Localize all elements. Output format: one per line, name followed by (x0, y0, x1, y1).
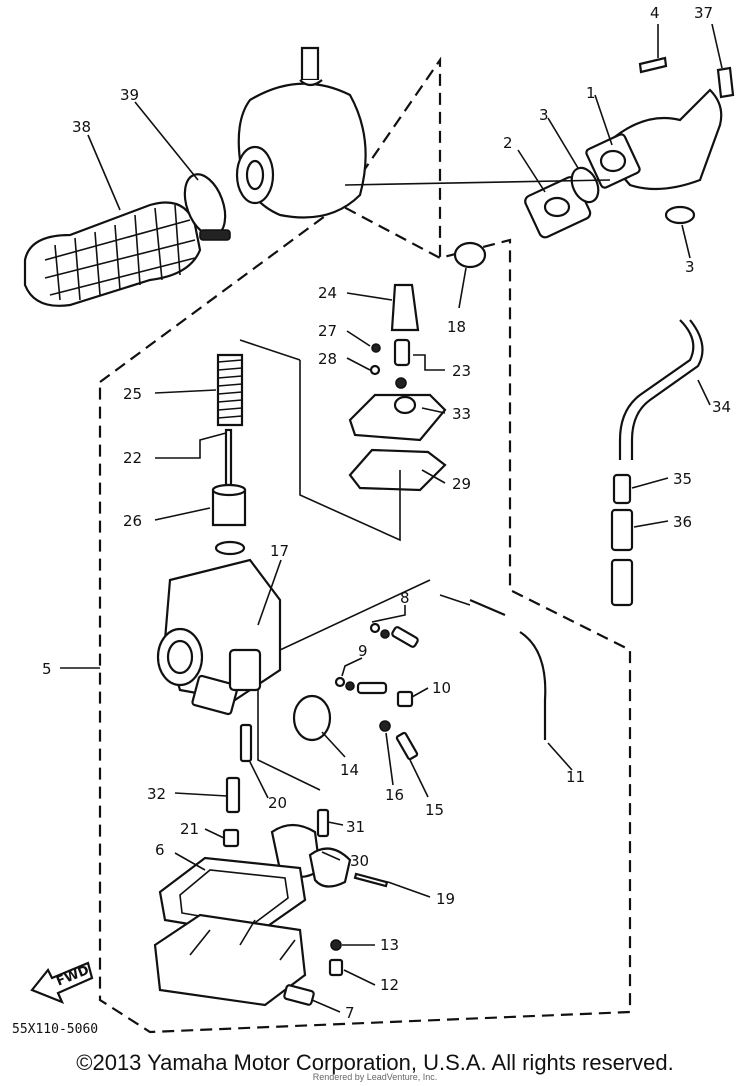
callout-7: 7 (345, 1004, 355, 1022)
pilot-screw-set (369, 622, 419, 648)
washer (214, 540, 246, 556)
callout-9: 9 (358, 642, 368, 660)
top-cover (348, 393, 447, 442)
callout-labels: 1 2 3 3 4 5 6 7 8 9 10 11 12 13 14 15 16… (42, 4, 731, 1022)
plug-10 (396, 690, 414, 708)
jet-needle (224, 428, 233, 487)
hose-clamp (183, 173, 231, 241)
vent-hose (344, 179, 704, 607)
carburetor-body (156, 558, 282, 716)
callout-13: 13 (380, 936, 399, 954)
callout-33: 33 (452, 405, 471, 423)
washer-13 (330, 939, 342, 951)
overflow-hose (469, 598, 547, 740)
screw-15 (395, 731, 419, 761)
callout-26: 26 (123, 512, 142, 530)
drain-screw-12 (328, 958, 344, 977)
leader-lines (60, 23, 723, 1013)
screw-27 (371, 343, 381, 353)
carburetor-upper-body (235, 46, 367, 219)
assembly-boundary (98, 203, 632, 1034)
callout-17: 17 (270, 542, 289, 560)
callout-29: 29 (452, 475, 471, 493)
callout-18: 18 (447, 318, 466, 336)
washer-28 (369, 364, 381, 376)
callout-32: 32 (147, 785, 166, 803)
forward-arrow-icon: FWD (30, 961, 94, 1005)
spring-16 (379, 720, 391, 732)
throttle-valve-top (211, 483, 247, 497)
cap (390, 283, 420, 332)
o-ring-18 (453, 241, 487, 269)
copyright-notice: ©2013 Yamaha Motor Corporation, U.S.A. A… (76, 1050, 674, 1075)
throttle-stop-screw-set (334, 676, 388, 695)
top-gasket (348, 448, 447, 492)
callout-14: 14 (340, 761, 359, 779)
top-cover-nipple (393, 395, 417, 415)
callout-16: 16 (385, 786, 404, 804)
callout-2: 2 (503, 134, 513, 152)
float-pin (353, 872, 389, 888)
callout-25: 25 (123, 385, 142, 403)
callout-39: 39 (120, 86, 139, 104)
callout-5: 5 (42, 660, 52, 678)
callout-23: 23 (452, 362, 471, 380)
air-intake-duct (23, 201, 202, 307)
callout-1: 1 (586, 84, 596, 102)
intake-manifold (585, 56, 735, 191)
callout-20: 20 (268, 794, 287, 812)
callout-12: 12 (380, 976, 399, 994)
callout-19: 19 (436, 890, 455, 908)
callout-3-upper: 3 (539, 106, 549, 124)
gasket-hole (543, 196, 571, 218)
diagram-code: 55X110-5060 (12, 1022, 98, 1037)
callout-38: 38 (72, 118, 91, 136)
needle-jet-32 (225, 776, 241, 814)
callout-28: 28 (318, 350, 337, 368)
callout-6: 6 (155, 841, 165, 859)
callout-30: 30 (350, 852, 369, 870)
callout-24: 24 (318, 284, 337, 302)
o-ring-lower (664, 205, 696, 225)
pilot-jet-31 (316, 808, 330, 838)
callout-22: 22 (123, 449, 142, 467)
upper-boundary (339, 56, 442, 258)
jet-21 (222, 828, 240, 848)
callout-15: 15 (425, 801, 444, 819)
callout-35: 35 (673, 470, 692, 488)
callout-36: 36 (673, 513, 692, 531)
callout-34: 34 (712, 398, 731, 416)
cover-14 (292, 694, 332, 742)
nipple-23 (393, 338, 411, 367)
drain-plug-7 (283, 984, 315, 1006)
float-right (308, 847, 352, 888)
callout-11: 11 (566, 768, 585, 786)
washer-23 (395, 377, 407, 389)
callout-37: 37 (694, 4, 713, 22)
main-jet-20 (239, 723, 253, 763)
callout-4: 4 (650, 4, 660, 22)
callout-10: 10 (432, 679, 451, 697)
callout-31: 31 (346, 818, 365, 836)
callout-27: 27 (318, 322, 337, 340)
callout-3-lower: 3 (685, 258, 695, 276)
throttle-spring (216, 353, 244, 427)
callout-21: 21 (180, 820, 199, 838)
rendered-by-credit: Rendered by LeadVenture, Inc. (312, 1072, 438, 1082)
float-bowl (153, 913, 307, 1007)
callout-8: 8 (400, 589, 410, 607)
